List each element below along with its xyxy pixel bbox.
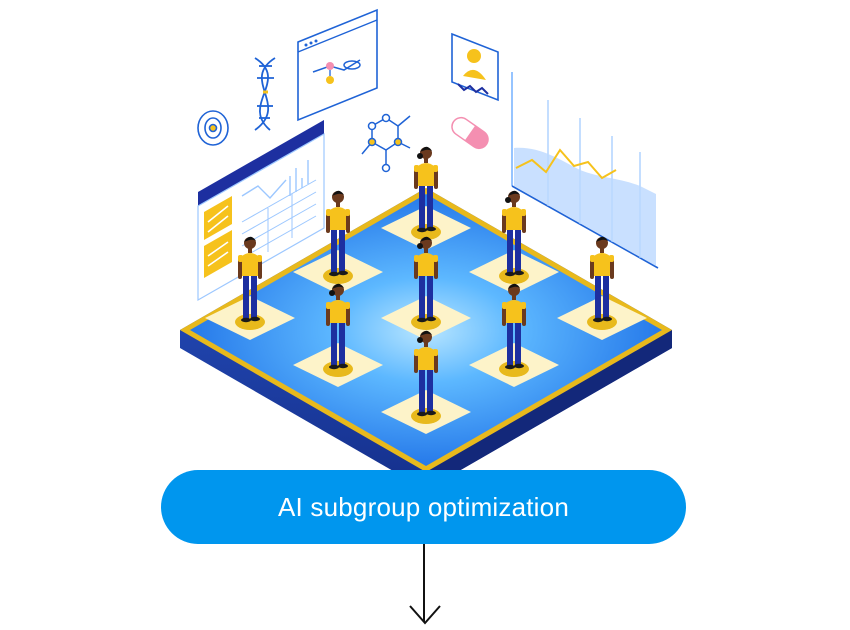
down-arrow-line (423, 544, 425, 622)
person (590, 236, 614, 323)
tile-disc (323, 361, 353, 377)
tile-disc (323, 268, 353, 284)
person (414, 146, 438, 233)
tile-disc (411, 408, 441, 424)
tile-disc (411, 314, 441, 330)
person (502, 190, 526, 277)
molecule-icon (361, 113, 411, 173)
people-group (238, 146, 614, 417)
person (414, 330, 438, 417)
dashboard-screen-icon (197, 120, 325, 302)
pill-icon (451, 116, 489, 150)
tile-disc (587, 314, 617, 330)
tile-disc (499, 361, 529, 377)
cell-icon (197, 110, 229, 146)
person (238, 236, 262, 323)
person (326, 190, 350, 277)
dna-helix-icon (254, 57, 276, 131)
person-badge-icon (451, 32, 499, 102)
line-chart-icon (511, 72, 659, 269)
person (414, 236, 438, 323)
pathway-window-icon (297, 8, 378, 122)
down-arrow-icon (409, 605, 441, 625)
person (502, 283, 526, 370)
tile-disc (235, 314, 265, 330)
person (326, 283, 350, 370)
ai-subgroup-optimization-label: AI subgroup optimization (161, 470, 686, 544)
tile-disc (499, 268, 529, 284)
